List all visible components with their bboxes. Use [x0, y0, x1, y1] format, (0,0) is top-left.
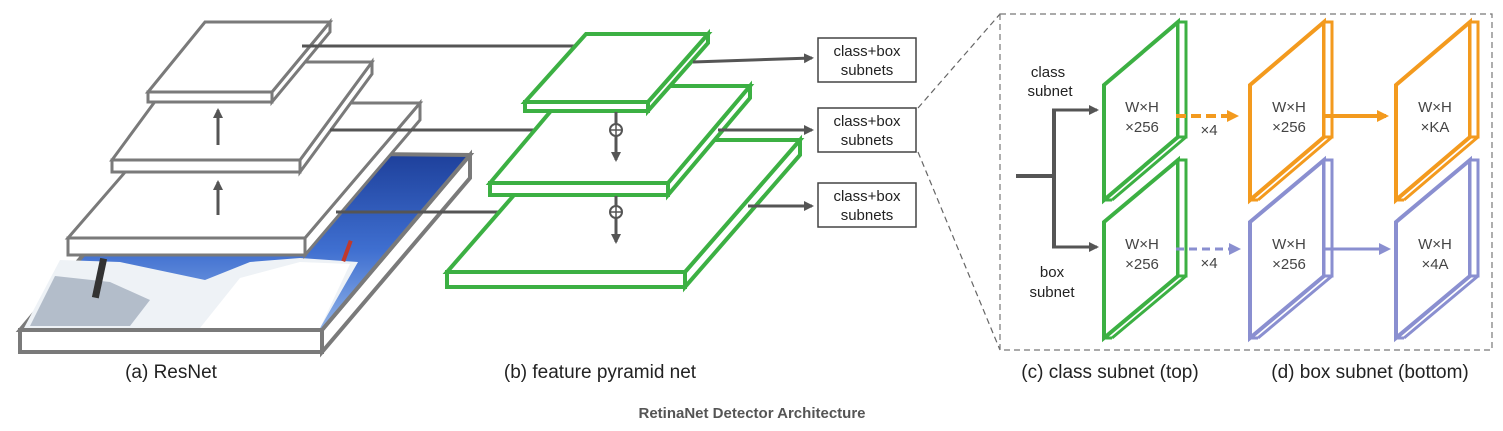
box-input-size: W×H — [1125, 236, 1159, 253]
sum-node-2 — [609, 205, 623, 219]
box-head-size: W×H — [1272, 236, 1306, 253]
caption-fpn: (b) feature pyramid net — [504, 362, 697, 383]
caption-class-subnet: (c) class subnet (top) — [1021, 362, 1198, 383]
subnet-detail-panel — [999, 13, 1493, 351]
class-head-size: W×H — [1272, 99, 1306, 116]
class-output-size: W×H — [1418, 99, 1452, 116]
box-head-feature-map: W×H ×256 — [1248, 155, 1334, 343]
resnet-stack — [15, 17, 475, 358]
box-output-channels: ×4A — [1421, 256, 1448, 273]
class-input-channels: ×256 — [1125, 119, 1159, 136]
figure-title: RetinaNet Detector Architecture — [639, 405, 866, 422]
box-input-feature-map: W×H ×256 — [1102, 155, 1188, 343]
fpn-level-1 — [520, 28, 713, 117]
box-repeat-label: ×4 — [1200, 255, 1217, 272]
class-head-channels: ×256 — [1272, 119, 1306, 136]
subnet-box-3-line2: subnets — [841, 207, 894, 224]
box-branch-label-line1: box — [1040, 264, 1065, 281]
class-output-channels: ×KA — [1421, 119, 1450, 136]
caption-resnet: (a) ResNet — [125, 362, 218, 383]
fpn-to-subnets-arrows — [692, 53, 814, 211]
caption-box-subnet: (d) box subnet (bottom) — [1271, 362, 1468, 383]
class-repeat-label: ×4 — [1200, 122, 1217, 139]
class-head-feature-map: W×H ×256 — [1248, 17, 1334, 205]
subnet-box-1: class+box subnets — [817, 37, 917, 83]
branch-connector — [1016, 105, 1099, 252]
box-branch-label-line2: subnet — [1029, 284, 1075, 301]
box-output-size: W×H — [1418, 236, 1452, 253]
class-branch-label-line1: class — [1031, 64, 1065, 81]
subnet-box-2-line1: class+box — [833, 113, 901, 130]
zoom-lines — [917, 13, 1001, 351]
subnet-box-3-line1: class+box — [833, 188, 901, 205]
subnet-box-2-line2: subnets — [841, 132, 894, 149]
subnet-box-3: class+box subnets — [817, 182, 917, 228]
class-input-feature-map: W×H ×256 — [1102, 17, 1188, 205]
subnet-box-2: class+box subnets — [817, 107, 917, 153]
box-head-channels: ×256 — [1272, 256, 1306, 273]
fpn-stack — [442, 28, 805, 293]
sum-node-1 — [609, 123, 623, 137]
subnet-box-1-line1: class+box — [833, 43, 901, 60]
box-input-channels: ×256 — [1125, 256, 1159, 273]
box-output-feature-map: W×H ×4A — [1394, 155, 1480, 343]
class-input-size: W×H — [1125, 99, 1159, 116]
class-output-feature-map: W×H ×KA — [1394, 17, 1480, 205]
resnet-layer-1 — [144, 17, 334, 107]
subnet-box-1-line2: subnets — [841, 62, 894, 79]
class-branch-label-line2: subnet — [1027, 83, 1073, 100]
